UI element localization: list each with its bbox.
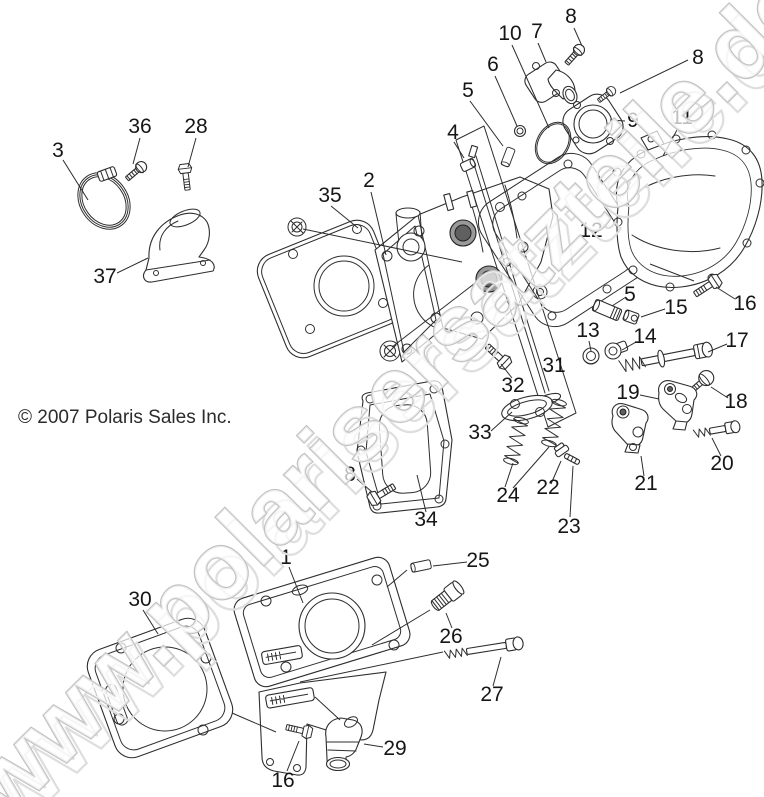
part-hose-clamp: [77, 166, 131, 230]
callout-1: 1: [280, 546, 292, 569]
callout-8-left: 8: [344, 463, 356, 486]
callout-4: 4: [447, 121, 459, 144]
callout-10: 10: [498, 22, 521, 45]
part-valve-cover: [613, 130, 764, 292]
callout-17: 17: [725, 329, 748, 352]
callout-29: 29: [383, 737, 406, 760]
callout-6: 6: [487, 53, 499, 76]
callout-24: 24: [496, 484, 520, 507]
callout-14: 14: [633, 325, 657, 348]
part-keepers-22: [553, 442, 570, 458]
part-keeper-23: [563, 453, 581, 465]
callout-19: 19: [616, 381, 639, 404]
part-bolt-17: [618, 341, 713, 373]
callout-16-bottom: 16: [271, 769, 294, 792]
callout-13: 13: [576, 319, 599, 342]
callout-9: 9: [627, 109, 639, 132]
part-cylinder: [233, 556, 411, 776]
callout-7: 7: [531, 20, 543, 43]
callout-11: 11: [671, 106, 693, 129]
part-plug-4: [459, 158, 477, 172]
part-dowel-5-mid: [591, 299, 623, 321]
callout-37: 37: [93, 265, 116, 288]
part-seal-13: [582, 347, 600, 365]
callout-30: 30: [128, 588, 151, 611]
callout-21: 21: [634, 472, 657, 495]
part-intake-boot: [143, 208, 215, 283]
part-rocker-21: [611, 403, 649, 454]
leader-lines: [62, 27, 736, 772]
part-fitting-26: [430, 580, 465, 611]
part-oring-10: [534, 121, 572, 165]
part-cylinder-head: [374, 176, 554, 363]
callout-labels: 8 7 10 6 5 8 9 11 4 2 35 12 16 5 15 13 1…: [52, 5, 757, 792]
callout-23: 23: [557, 515, 580, 538]
part-intake-flange: [562, 93, 624, 155]
callout-34: 34: [414, 508, 438, 531]
part-cap-14: [604, 340, 629, 360]
callout-36: 36: [128, 115, 151, 138]
callout-26: 26: [439, 625, 462, 648]
callout-33: 33: [468, 421, 491, 444]
callout-28: 28: [184, 115, 207, 138]
callout-31: 31: [542, 354, 565, 377]
part-bolt-20: [692, 420, 741, 438]
callout-18: 18: [724, 390, 747, 413]
callout-27: 27: [480, 683, 503, 706]
callout-2: 2: [363, 169, 375, 192]
callout-35: 35: [318, 184, 341, 207]
callout-32: 32: [501, 374, 524, 397]
callout-5-mid: 5: [624, 283, 636, 306]
callout-3: 3: [52, 139, 64, 162]
callout-8-right: 8: [692, 46, 704, 69]
part-side-cover: [356, 380, 453, 514]
callout-12: 12: [579, 219, 602, 242]
part-base-gasket: [86, 617, 234, 759]
callout-8-top: 8: [565, 5, 577, 28]
callout-15: 15: [664, 296, 687, 319]
callout-25: 25: [466, 549, 489, 572]
part-oring-upper: [287, 217, 307, 237]
callout-20: 20: [710, 452, 733, 475]
callout-16-right: 16: [733, 292, 756, 315]
part-rocker-19: [658, 380, 698, 431]
part-bolt-27: [443, 636, 524, 659]
callout-22: 22: [536, 476, 559, 499]
copyright-notice: © 2007 Polaris Sales Inc.: [18, 407, 232, 428]
part-nut-6: [513, 124, 527, 138]
part-nut-15: [622, 309, 640, 325]
callout-5-top: 5: [462, 79, 474, 102]
part-elbow-fitting-29: [325, 716, 363, 772]
